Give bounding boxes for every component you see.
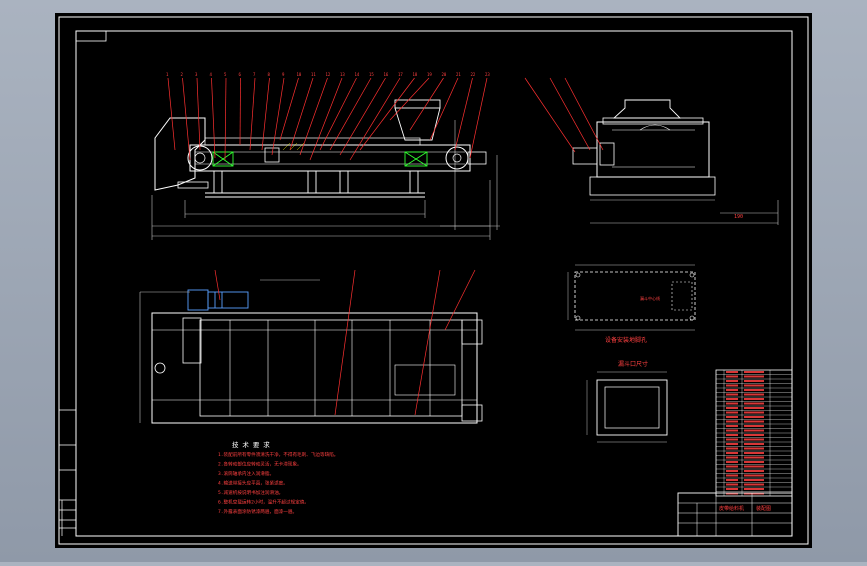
hole-layout-title: 设备安装地脚孔 [605,336,647,344]
outer-border [58,16,809,545]
part-balloon-label: 15 [369,72,374,77]
hole-marks [575,272,695,321]
hole-detail-note: 漏斗中心线 [640,295,660,301]
title-block-name: 皮带给料机 [719,505,744,512]
tech-req-line: 4.输送带接头应平直，张紧适度。 [218,480,288,487]
part-balloon-label: 5 [224,72,227,77]
side-view[interactable]: 190 [524,77,779,225]
tech-req-line: 6.整机空载运转2小时，温升不超过规定值。 [218,499,309,506]
part-balloon-label: 17 [398,72,403,77]
plan-belt [199,319,463,417]
outlet-dims [586,371,667,443]
tech-req-line: 5.减速机按说明书加注润滑油。 [218,489,283,496]
tech-req-title: 技 术 要 求 [232,440,270,449]
plan-end-right-2 [461,404,483,422]
plan-outer-frame [151,312,478,424]
drive-gear-right [404,151,428,167]
tech-req-line: 7.外露表面涂防锈漆两遍，面漆一遍。 [218,508,297,515]
drive-gear-left [212,151,234,167]
part-balloon-label: 11 [311,72,316,77]
front-hatch [282,142,305,151]
left-margin-strip [59,409,76,536]
part-balloon-label: 4 [210,72,213,77]
tech-req-lines: 1.装配前所有零件须清洗干净，不得有毛刺、飞边等缺陷。 2.各转动部位应转动灵活，… [218,451,338,515]
parts-table-rows [716,370,792,496]
corner-tag-box [75,30,107,42]
feed-hopper [394,107,441,141]
plan-dims [139,279,320,423]
tail-tensioner [467,151,487,165]
side-top-flange [602,117,704,125]
side-base [589,176,716,196]
part-balloon-label: 22 [471,72,476,77]
support-legs [205,170,425,198]
parts-list[interactable] [715,369,793,497]
inner-border [75,30,793,537]
plan-view[interactable] [139,269,483,424]
chute-base [177,181,209,189]
feed-chute [154,117,206,191]
part-balloon-label: 1 [166,72,169,77]
mid-bracket [264,147,280,163]
part-balloon-label: 13 [340,72,345,77]
hole-layout-outline [574,271,696,321]
part-balloon-label: 18 [413,72,418,77]
hole-detail-box [671,281,693,311]
part-balloon-label: 23 [485,72,490,77]
outlet-detail[interactable]: 漏斗口尺寸 [586,360,668,443]
plan-hopper-outline [394,364,456,396]
part-balloon-label: 7 [253,72,256,77]
plan-leaders [214,269,476,416]
outlet-flange [596,379,668,436]
part-balloon-label: 10 [297,72,302,77]
title-block-frame [677,492,793,537]
part-balloon-label: 9 [282,72,285,77]
part-balloon-label: 12 [326,72,331,77]
part-balloon-label: 21 [456,72,461,77]
tech-req-line: 3.滚筒轴承内注入润滑脂。 [218,470,274,477]
side-dim-value: 190 [734,214,743,220]
drive-motor [187,289,249,311]
title-block[interactable]: 皮带给料机 装配图 [677,492,793,537]
plan-end-right [461,319,483,345]
side-dims [590,199,779,225]
hole-dims [567,264,695,331]
foundation-hole-layout[interactable]: 设备安装地脚孔 漏斗中心线 [567,264,696,344]
plan-end-left [182,317,202,364]
side-motor-box [599,142,615,166]
tech-req-line: 1.装配前所有零件须清洗干净，不得有毛刺、飞边等缺陷。 [218,451,338,458]
part-leaders [167,77,488,161]
outlet-opening [604,386,660,429]
side-pulley-shaft [572,147,598,165]
part-balloon-label: 20 [442,72,447,77]
front-dims [151,120,500,240]
part-balloon-label: 2 [181,72,184,77]
part-balloon-label: 14 [355,72,360,77]
tech-req-line: 2.各转动部位应转动灵活，无卡滞现象。 [218,461,302,468]
side-leaders [524,77,604,153]
outlet-title: 漏斗口尺寸 [618,360,648,368]
part-balloon-label: 19 [427,72,432,77]
part-balloon-label: 16 [384,72,389,77]
plan-tail-pulley [154,362,166,374]
part-balloon-label: 3 [195,72,198,77]
part-balloon-label: 8 [268,72,271,77]
upper-rail [204,137,421,146]
plan-crossmembers [229,320,431,416]
technical-requirements[interactable]: 技 术 要 求 1.装配前所有零件须清洗干净，不得有毛刺、飞边等缺陷。 2.各转动… [218,440,338,515]
drawing-sheet [55,13,812,548]
part-balloon-label: 6 [239,72,242,77]
title-block-sub: 装配图 [756,505,771,512]
